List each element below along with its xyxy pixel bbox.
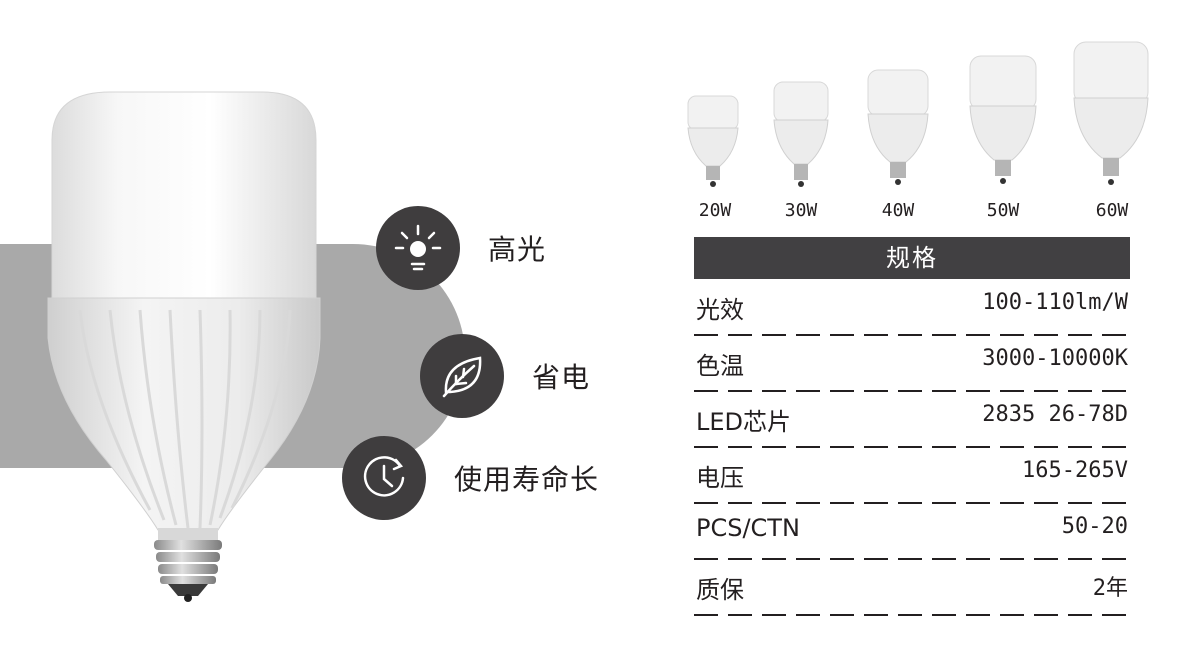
dashed-divider xyxy=(694,390,1130,392)
spec-value: 2835 26-78D xyxy=(982,402,1128,427)
spec-row: 质保 2年 xyxy=(694,560,1130,616)
spec-row: 光效 100-110lm/W xyxy=(694,280,1130,336)
spec-key: PCS/CTN xyxy=(696,514,800,542)
spec-row: 电压 165-265V xyxy=(694,448,1130,504)
dashed-divider xyxy=(694,446,1130,448)
sun-icon xyxy=(376,206,460,290)
dashed-divider xyxy=(694,558,1130,560)
spec-row: PCS/CTN 50-20 xyxy=(694,504,1130,560)
feature-high-light: 高光 xyxy=(376,206,546,290)
hero-bulb-image xyxy=(40,70,340,610)
dashed-divider xyxy=(694,614,1130,616)
feature-label: 省电 xyxy=(532,361,591,394)
spec-value: 100-110lm/W xyxy=(982,290,1128,315)
watt-label: 50W xyxy=(986,200,1020,221)
bulb-20w-image xyxy=(686,94,740,190)
spec-row: 色温 3000-10000K xyxy=(694,336,1130,392)
watt-label: 30W xyxy=(784,200,818,221)
spec-value: 2年 xyxy=(1092,576,1128,601)
feature-energy-saving: 省电 xyxy=(420,334,590,418)
dashed-divider xyxy=(694,334,1130,336)
spec-key: 光效 xyxy=(696,296,744,324)
spec-key: 质保 xyxy=(696,576,744,604)
feature-long-life: 使用寿命长 xyxy=(342,436,599,520)
bulb-50w-image xyxy=(968,54,1038,190)
watt-label: 20W xyxy=(698,200,732,221)
watt-label: 40W xyxy=(881,200,915,221)
spec-key: LED芯片 xyxy=(696,408,792,436)
spec-table-header: 规格 xyxy=(694,237,1130,279)
spec-key: 电压 xyxy=(696,464,744,492)
leaf-icon xyxy=(420,334,504,418)
feature-label: 使用寿命长 xyxy=(454,463,600,496)
watt-label: 60W xyxy=(1095,200,1129,221)
spec-value: 165-265V xyxy=(1022,458,1128,483)
spec-row: LED芯片 2835 26-78D xyxy=(694,392,1130,448)
bulb-30w-image xyxy=(772,80,830,190)
clock-icon xyxy=(342,436,426,520)
dashed-divider xyxy=(694,502,1130,504)
feature-label: 高光 xyxy=(488,233,547,266)
spec-key: 色温 xyxy=(696,352,744,380)
spec-value: 50-20 xyxy=(1061,514,1128,539)
bulb-60w-image xyxy=(1072,40,1150,192)
spec-value: 3000-10000K xyxy=(982,346,1128,371)
bulb-40w-image xyxy=(866,68,930,190)
